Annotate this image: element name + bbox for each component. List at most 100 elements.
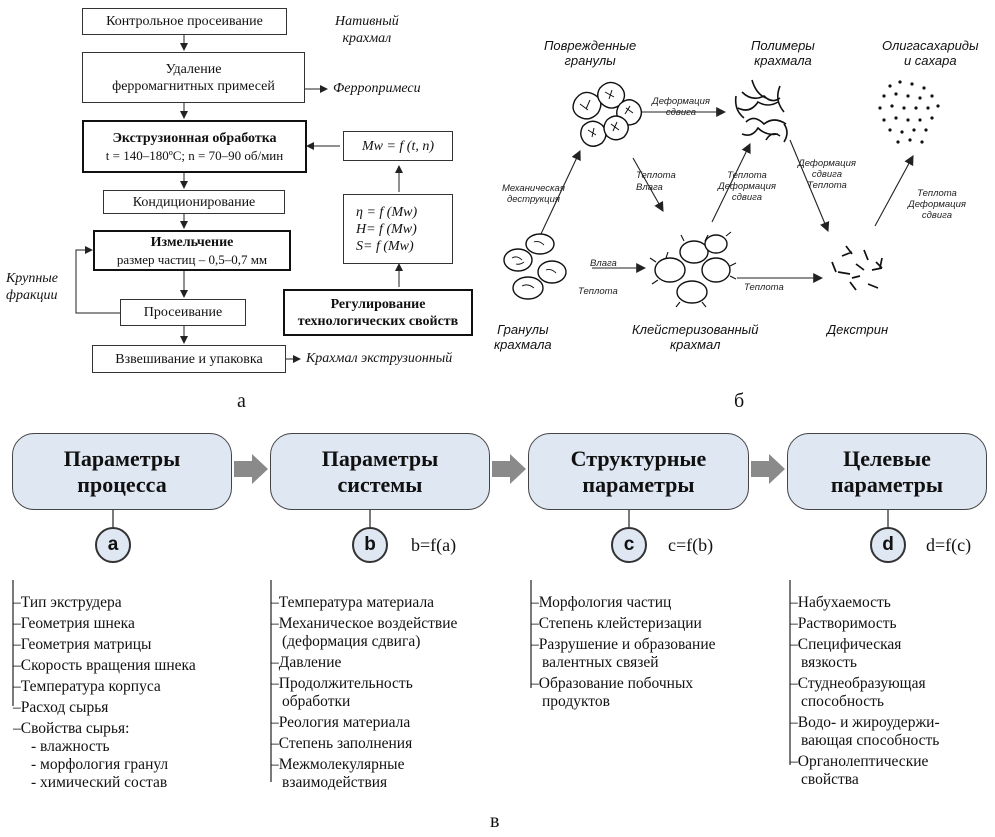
list-d-item-cont: свойства — [801, 771, 859, 788]
step-sieving: Просеивание — [120, 299, 246, 326]
circle-a: a — [95, 527, 131, 563]
heat-shear-mid-line2: Деформация — [718, 181, 776, 192]
step-grinding-title: Измельчение — [150, 234, 234, 250]
mech-line1: Механическая — [502, 183, 565, 194]
arrow-label-shear-heat-right: Деформация сдвига Теплота — [798, 158, 856, 191]
regulation-line2: технологических свойств — [297, 313, 459, 329]
step-magnetic-removal-line2: ферромагнитных примесей — [112, 78, 275, 94]
heat-moist-moisture: Влага — [636, 182, 663, 193]
list-a-item: –Температура корпуса — [13, 678, 161, 695]
oligo-line2: и сахара — [903, 53, 957, 68]
arrow-label-heat-shear-right: Теплота Деформация сдвига — [908, 188, 966, 221]
list-b-item-cont: взаимодействия — [282, 774, 388, 791]
target-params-line1: Целевые — [843, 445, 931, 471]
list-b-item: –Давление — [271, 654, 342, 671]
coarse-fractions-label: Крупные фракции — [6, 270, 58, 304]
list-b-item: –Температура материала — [271, 594, 435, 611]
step-extrusion-params: t = 140–180ºС; n = 70–90 об/мин — [105, 147, 284, 163]
arrow-label-moisture-bottom: Влага — [590, 258, 617, 269]
step-control-sieving: Контрольное просеивание — [82, 8, 287, 35]
mech-line2: деструкция — [506, 194, 560, 205]
step-conditioning-label: Кондиционирование — [132, 194, 256, 210]
list-b-item: –Межмолекулярные — [271, 756, 405, 773]
native-starch-label: Нативный крахмал — [335, 13, 399, 47]
list-d-item: –Студнеобразующая — [790, 675, 926, 692]
list-a-item: –Геометрия шнека — [13, 615, 135, 632]
circle-b: b — [352, 527, 388, 563]
heat-shear-right-line3: сдвига — [921, 210, 953, 221]
process-params-line2: процесса — [77, 471, 167, 497]
formula-mw-box: Mw = f (t, n) — [343, 131, 453, 161]
granules-line1: Гранулы — [497, 322, 549, 337]
panel-c-connectors — [12, 454, 889, 782]
category-structural-params: Структурные параметры — [528, 433, 749, 510]
step-control-sieving-label: Контрольное просеивание — [106, 14, 263, 29]
list-b-item: –Продолжительность — [271, 675, 413, 692]
list-c-item: –Образование побочных — [531, 675, 694, 692]
panel-b-drawing — [503, 79, 940, 308]
list-d-item: –Набухаемость — [790, 594, 891, 611]
list-system-params: –Температура материала –Механическое воз… — [271, 594, 457, 792]
formula-h: H= f (Mw) — [356, 221, 417, 237]
list-b-item-cont: (деформация сдвига) — [282, 633, 421, 650]
list-d-item: –Специфическая — [790, 636, 902, 653]
ferro-impurities-label: Ферропримеси — [333, 81, 421, 96]
polymers-line2: крахмала — [754, 53, 812, 68]
list-c-item-cont: продуктов — [542, 693, 610, 710]
list-d-item: –Органолептические — [790, 753, 929, 770]
formula-d: d=f(c) — [926, 535, 972, 555]
list-d-item-cont: вающая способность — [801, 732, 940, 749]
granules-line2: крахмала — [494, 337, 552, 352]
list-a-subitem: - химический состав — [31, 774, 168, 791]
formula-s: S= f (Mw) — [356, 238, 414, 254]
heat-moist-heat: Теплота — [636, 170, 676, 181]
step-conditioning: Кондиционирование — [103, 190, 285, 214]
category-process-params: Параметры процесса — [12, 433, 232, 510]
list-c-item: –Степень клейстеризации — [531, 615, 702, 632]
shear-top-line2: сдвига — [665, 107, 697, 118]
list-c-item: –Морфология частиц — [531, 594, 672, 611]
step-magnetic-removal-line1: Удаление — [165, 61, 222, 77]
arrow-label-heat-bottom-right: Теплота — [744, 282, 784, 293]
list-target-params: –Набухаемость –Растворимость –Специфичес… — [790, 594, 940, 789]
arrow-label-heat-bottom-left: Теплота — [578, 286, 618, 297]
node-starch-polymers: Полимеры крахмала — [751, 38, 815, 68]
arrow-label-shear-top: Деформация сдвига — [652, 96, 710, 118]
damaged-line1: Поврежденные — [544, 38, 637, 53]
list-b-item: –Степень заполнения — [271, 735, 413, 752]
sugar-dots — [878, 80, 940, 144]
arrow-label-heat-moisture: Теплота Влага — [636, 170, 676, 194]
step-packing-label: Взвешивание и упаковка — [115, 351, 263, 367]
panel-c-label: в — [490, 810, 500, 832]
node-gelatinized-starch: Клейстеризованный крахмал — [632, 322, 758, 352]
shear-heat-right-line1: Деформация — [798, 158, 856, 169]
structural-params-line1: Структурные — [570, 445, 707, 471]
list-a-subitem: - влажность — [31, 738, 110, 755]
list-a-item: –Геометрия матрицы — [13, 636, 152, 653]
list-d-item: –Растворимость — [790, 615, 897, 632]
target-params-line2: параметры — [830, 471, 944, 497]
damaged-line2: гранулы — [564, 53, 616, 68]
node-starch-granules: Гранулы крахмала — [494, 322, 552, 352]
polymers-line1: Полимеры — [751, 38, 815, 53]
coarse-line2: фракции — [6, 288, 58, 303]
step-grinding-params: размер частиц – 0,5–0,7 мм — [116, 251, 268, 267]
node-dextrin: Декстрин — [827, 322, 889, 337]
shear-heat-right-line3: Теплота — [807, 180, 847, 191]
list-structural-params: –Морфология частиц –Степень клейстеризац… — [531, 594, 716, 711]
formula-mw: Mw = f (t, n) — [361, 138, 435, 154]
formula-eta: η = f (Mw) — [356, 204, 418, 220]
formula-properties-box: η = f (Mw) H= f (Mw) S= f (Mw) — [343, 194, 453, 264]
regulation-line1: Регулирование — [330, 296, 426, 312]
list-d-item-cont: вязкость — [801, 654, 857, 671]
heat-shear-right-line1: Теплота — [917, 188, 957, 199]
formula-c: c=f(b) — [668, 535, 714, 555]
coarse-line1: Крупные — [6, 271, 58, 286]
shear-heat-right-line2: сдвига — [811, 169, 843, 180]
list-c-item: –Разрушение и образование — [531, 636, 716, 653]
panel-b-label: б — [734, 390, 745, 412]
system-params-line1: Параметры — [321, 445, 439, 471]
step-extrusion-title: Экструзионная обработка — [112, 130, 277, 146]
panel-a-label: а — [237, 390, 246, 412]
gelat-line1: Клейстеризованный — [632, 322, 759, 337]
